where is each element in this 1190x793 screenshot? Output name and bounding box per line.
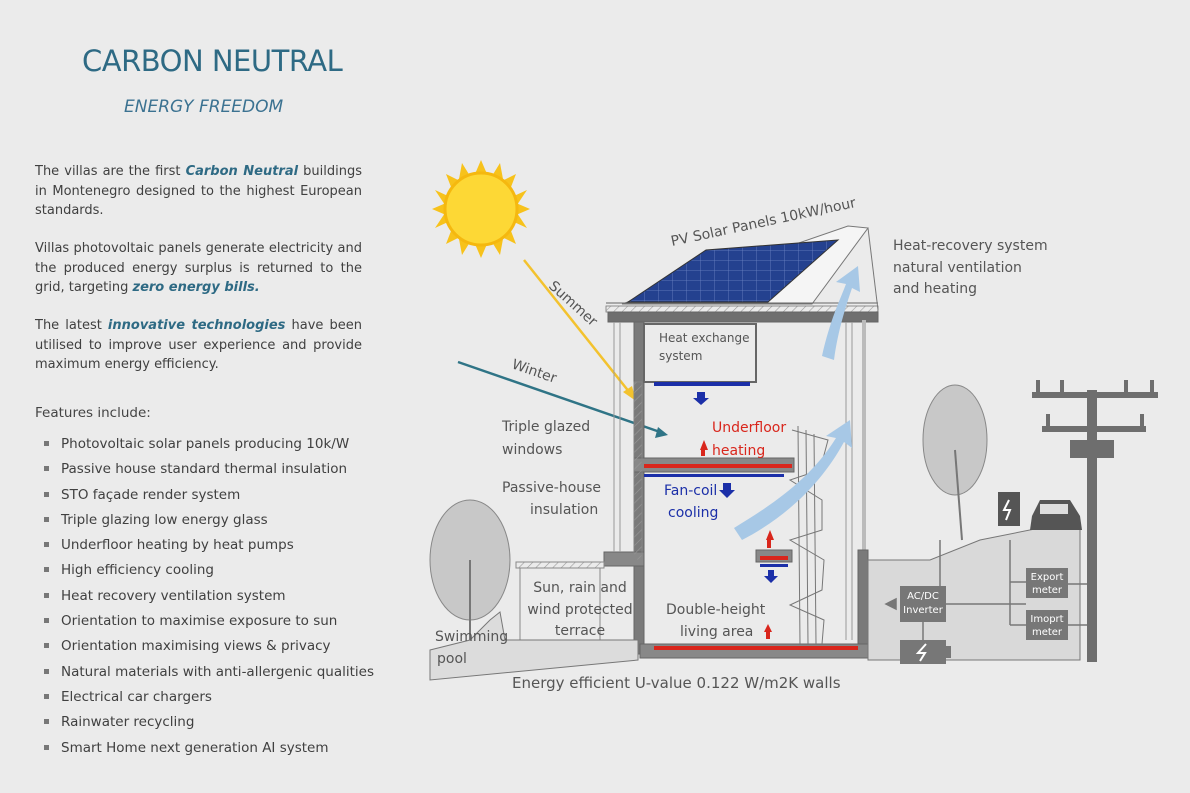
zero-energy-emphasis: zero energy bills. xyxy=(132,280,260,295)
svg-text:AC/DC: AC/DC xyxy=(907,591,939,602)
carbon-neutral-emphasis: Carbon Neutral xyxy=(185,164,299,179)
underfloor-heating-1st xyxy=(644,464,792,468)
cool-down-arrow-icon xyxy=(764,570,778,583)
page-subtitle: ENERGY FREEDOM xyxy=(124,97,284,117)
intro-paragraph-3: The latest innovative technologies have … xyxy=(35,318,362,372)
list-item: Rainwater recycling xyxy=(35,713,374,738)
svg-text:cooling: cooling xyxy=(668,505,718,521)
car-charger-icon xyxy=(998,492,1020,526)
list-item: Heat recovery ventilation system xyxy=(35,587,374,612)
svg-text:Double-height: Double-height xyxy=(666,602,766,618)
pv-solar-panels xyxy=(605,225,879,313)
intro-paragraph-2: Villas photovoltaic panels generate elec… xyxy=(35,241,362,295)
svg-text:and heating: and heating xyxy=(893,281,977,297)
heating-pipe xyxy=(760,556,788,560)
intro-paragraph-1: The villas are the first Carbon Neutral … xyxy=(35,164,362,218)
list-item: Photovoltaic solar panels producing 10k/… xyxy=(35,435,374,460)
svg-text:Triple glazed: Triple glazed xyxy=(501,419,590,435)
fan-coil-unit xyxy=(644,474,784,477)
terrace-label: Sun, rain and wind protected terrace xyxy=(527,580,632,639)
svg-text:system: system xyxy=(659,349,702,363)
heat-exchange-unit xyxy=(654,382,750,405)
list-item: Orientation maximising views & privacy xyxy=(35,637,374,662)
import-meter-box: Imoprt meter xyxy=(1026,610,1068,640)
tree-icon xyxy=(922,384,988,541)
list-item: STO façade render system xyxy=(35,486,374,511)
svg-text:Heat exchange: Heat exchange xyxy=(659,331,750,345)
svg-text:meter: meter xyxy=(1032,585,1063,596)
svg-text:Underfloor: Underfloor xyxy=(712,420,786,436)
heat-exchange-label: Heat exchange system xyxy=(659,331,750,363)
svg-text:wind protected: wind protected xyxy=(527,602,632,618)
summer-sun-ray xyxy=(523,259,636,401)
sun-icon xyxy=(432,160,530,258)
svg-text:living area: living area xyxy=(680,624,753,640)
svg-text:natural ventilation: natural ventilation xyxy=(893,260,1022,276)
airflow-arrow-icon xyxy=(734,266,860,540)
svg-text:insulation: insulation xyxy=(530,502,598,518)
fan-coil-label: Fan-coil cooling xyxy=(664,483,718,521)
underfloor-heating-ground xyxy=(654,646,858,650)
list-item: Natural materials with anti-allergenic q… xyxy=(35,663,374,688)
list-item: High efficiency cooling xyxy=(35,561,374,586)
car-icon xyxy=(1030,500,1082,530)
list-item: Electrical car chargers xyxy=(35,688,374,713)
list-item: Smart Home next generation AI system xyxy=(35,739,374,764)
svg-text:meter: meter xyxy=(1032,627,1063,638)
page-title: CARBON NEUTRAL xyxy=(82,44,343,78)
heat-up-arrow-icon xyxy=(764,624,772,639)
svg-text:windows: windows xyxy=(502,442,562,458)
features-list: Photovoltaic solar panels producing 10k/… xyxy=(35,435,374,764)
svg-text:pool: pool xyxy=(437,651,467,667)
triple-glazed-label: Triple glazed windows xyxy=(501,419,590,458)
export-meter-box: Export meter xyxy=(1026,568,1068,598)
svg-text:Sun, rain and: Sun, rain and xyxy=(533,580,626,596)
insulation-layer xyxy=(633,381,643,561)
heat-up-arrow-icon xyxy=(766,530,774,548)
underfloor-heating-label: Underfloor heating xyxy=(712,420,786,459)
cooling-pipe xyxy=(760,564,788,567)
battery-icon xyxy=(900,640,951,664)
power-connections xyxy=(884,540,1087,640)
winter-sun-ray xyxy=(457,360,668,438)
double-height-label: Double-height living area xyxy=(666,602,766,640)
tree-icon xyxy=(429,499,511,640)
cool-down-arrow-icon xyxy=(719,483,735,498)
svg-text:terrace: terrace xyxy=(555,623,605,639)
svg-text:Fan-coil: Fan-coil xyxy=(664,483,717,499)
terrace xyxy=(515,561,605,640)
walls-caption: Energy efficient U-value 0.122 W/m2K wal… xyxy=(512,674,841,692)
heat-recovery-label: Heat-recovery system natural ventilation… xyxy=(893,238,1048,297)
svg-text:Heat-recovery system: Heat-recovery system xyxy=(893,238,1048,254)
svg-text:Export: Export xyxy=(1031,572,1064,583)
svg-text:Imoprt: Imoprt xyxy=(1030,614,1063,625)
svg-text:Swimming: Swimming xyxy=(435,629,508,645)
swimming-pool-label: Swimming pool xyxy=(435,629,508,667)
list-item: Underfloor heating by heat pumps xyxy=(35,536,374,561)
list-item: Passive house standard thermal insulatio… xyxy=(35,460,374,485)
list-item: Orientation to maximise exposure to sun xyxy=(35,612,374,637)
svg-text:Passive-house: Passive-house xyxy=(502,480,601,496)
list-item: Triple glazing low energy glass xyxy=(35,511,374,536)
svg-text:heating: heating xyxy=(712,443,765,459)
passive-house-label: Passive-house insulation xyxy=(502,480,601,518)
window-glazing xyxy=(613,322,853,640)
features-heading: Features include: xyxy=(35,405,151,421)
inverter-box: AC/DC Inverter xyxy=(900,586,946,622)
innovative-tech-emphasis: innovative technologies xyxy=(107,318,286,333)
power-pole-icon xyxy=(1032,380,1158,662)
svg-text:Inverter: Inverter xyxy=(903,605,944,616)
heat-up-arrow-icon xyxy=(700,440,708,456)
